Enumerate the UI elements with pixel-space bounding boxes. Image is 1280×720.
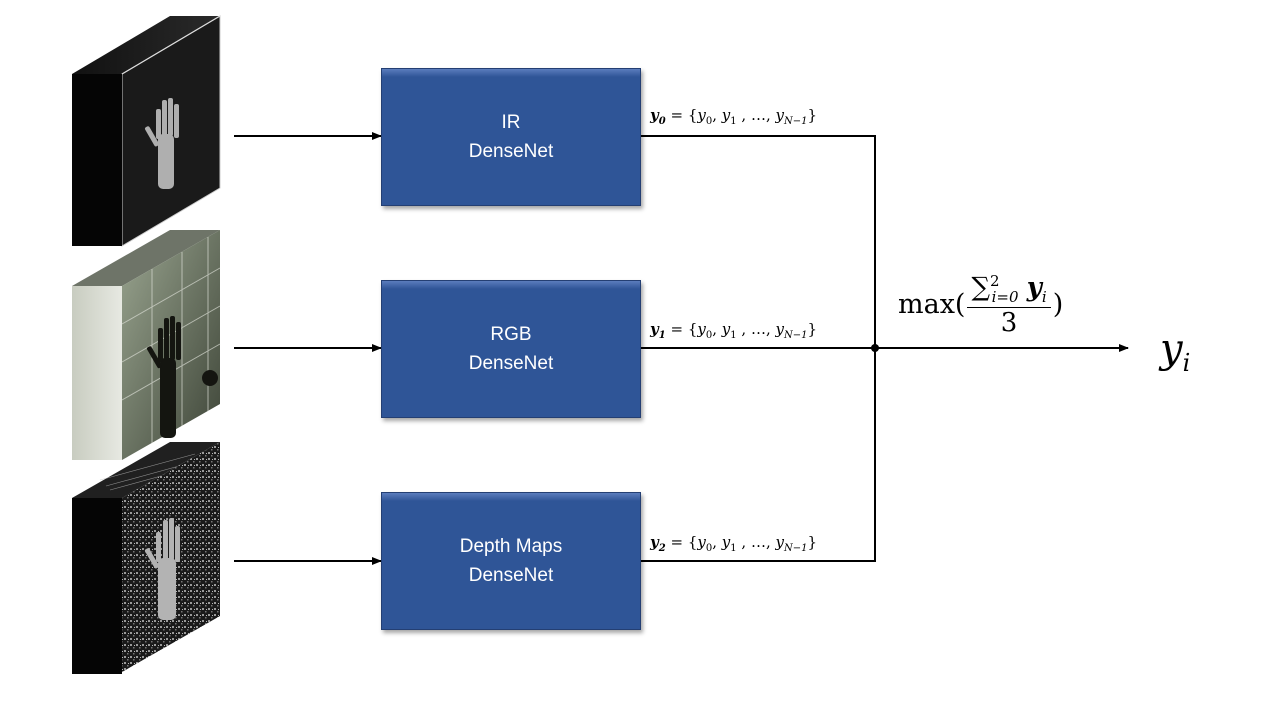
- rgb-image-stack: [72, 230, 221, 460]
- fusion-numerator: ∑2i=0 yi: [967, 272, 1051, 308]
- output-line-depth: [640, 348, 876, 562]
- max-operator: max(: [898, 289, 966, 321]
- fusion-formula: max( ∑2i=0 yi 3 ): [898, 272, 1063, 338]
- depth-densenet-label-line1: Depth Maps: [459, 536, 563, 557]
- hand-shape: [145, 98, 179, 189]
- ir-densenet-label-line1: IR: [501, 112, 521, 133]
- rgb-densenet-box: RGB DenseNet: [381, 280, 641, 418]
- output-label: yi: [1160, 326, 1191, 377]
- ir-output-equation: y0 = {y0, y1 , …, yN−1}: [650, 106, 818, 127]
- fusion-denominator: 3: [1000, 307, 1018, 338]
- depth-output-equation: y2 = {y0, y1 , …, yN−1}: [650, 533, 818, 554]
- hand-shape: [145, 518, 180, 620]
- depth-densenet-label-line2: DenseNet: [468, 565, 554, 586]
- junction-dot: [871, 344, 879, 352]
- fusion-fraction: ∑2i=0 yi 3: [967, 272, 1051, 338]
- rgb-densenet-label-line2: DenseNet: [468, 353, 554, 374]
- hand-shape: [146, 316, 218, 438]
- rgb-densenet-label-line1: RGB: [490, 324, 532, 345]
- depth-image-stack: [72, 442, 220, 674]
- depth-densenet-box: Depth Maps DenseNet: [381, 492, 641, 630]
- ir-densenet-label-line2: DenseNet: [468, 141, 554, 162]
- output-line-ir: [640, 135, 876, 348]
- ir-densenet-box: IR DenseNet: [381, 68, 641, 206]
- max-close-paren: ): [1052, 289, 1064, 321]
- ir-image-stack: [72, 15, 221, 247]
- rgb-output-equation: y1 = {y0, y1 , …, yN−1}: [650, 320, 818, 341]
